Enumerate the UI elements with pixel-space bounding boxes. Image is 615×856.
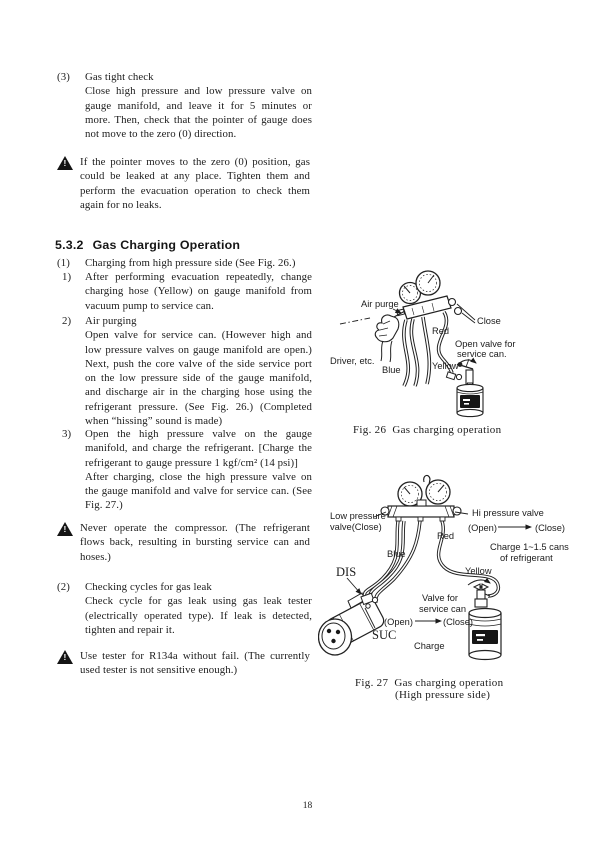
step-text: After performing evacuation repeatedly, … [85, 271, 312, 312]
fig27-label-hi-pressure: Hi pressure valve [472, 508, 544, 518]
fig27-label-suc: SUC [372, 628, 396, 642]
fig26-caption: Fig. 26 Gas charging operation [353, 424, 502, 436]
step-1: 1) After performing evacuation repeatedl… [57, 270, 312, 313]
fig26-label-open-valve-2: service can. [457, 349, 507, 359]
fig27-label-charge-cans-2: of refrigerant [500, 553, 553, 563]
fig27-compressor [318, 592, 385, 656]
item-number: (2) [57, 581, 70, 593]
fig26-hoses [402, 311, 454, 387]
step-text-1: Open the high pressure valve on the gaug… [85, 428, 312, 469]
step-number: 1) [62, 271, 72, 283]
fig27-label-dis: DIS [336, 565, 356, 579]
warning-text: If the pointer moves to the zero (0) pos… [80, 156, 310, 211]
step-title: Air purging [85, 315, 137, 327]
item-text: Charging from high pressure side (See Fi… [85, 257, 296, 269]
fig27-caption-line2: (High pressure side) [395, 689, 491, 701]
section-gas-tight-check: (3) Gas tight check Close high pressure … [57, 70, 312, 141]
section-body: Close high pressure and low pressure val… [85, 85, 312, 141]
fig27-label-low-pressure-2: valve(Close) [330, 522, 382, 532]
warning-icon: ! [57, 650, 73, 664]
warning-exclamation: ! [63, 158, 67, 168]
fig27-label-valve-for-1: Valve for [422, 593, 458, 603]
warning-text: Never operate the compressor. (The refri… [80, 522, 310, 563]
fig27-diagram: Low pressure valve(Close) Hi pressure va… [318, 474, 569, 661]
fig26-label-open-valve-1: Open valve for [455, 339, 515, 349]
fig27-label-red: Red [437, 531, 454, 541]
heading-number: 5.3.2 [55, 238, 84, 252]
warning-icon: ! [57, 156, 73, 170]
fig27-label-charge: Charge [414, 641, 445, 651]
heading-title: Gas Charging Operation [92, 238, 241, 252]
fig27-label-valve-for-2: service can [419, 604, 466, 614]
fig27-service-can [467, 577, 502, 661]
fig27-label-yellow: Yellow [465, 566, 492, 576]
warning-tester: ! Use tester for R134a without fail. (Th… [57, 649, 310, 678]
fig26-service-can [445, 357, 484, 418]
fig27-label-can-close: (Close) [443, 617, 473, 627]
fig26-label-close: Close [477, 316, 501, 326]
item-1: (1) Charging from high pressure side (Se… [57, 256, 312, 270]
fig27-gauge-manifold [380, 474, 462, 522]
warning-exclamation: ! [63, 652, 67, 662]
fig26-label-red: Red [432, 326, 449, 336]
item-2: (2) Checking cycles for gas leak Check c… [57, 580, 312, 637]
step-text-2: After charging, close the high pressure … [85, 470, 312, 512]
fig26-label-driver: Driver, etc. [330, 356, 374, 366]
page-number: 18 [302, 801, 313, 811]
warning-compressor: ! Never operate the compressor. (The ref… [57, 521, 310, 564]
fig27-caption-line1: Fig. 27 Gas charging operation [355, 677, 504, 689]
step-text: Open valve for service can. (However hig… [85, 329, 312, 428]
fig26-hand-sketch [339, 310, 406, 363]
fig27-leaders [346, 511, 532, 629]
fig27-hoses [362, 520, 501, 604]
step-3: 3) Open the high pressure valve on the g… [57, 427, 312, 513]
section-number: (3) [57, 71, 70, 83]
item-title: Checking cycles for gas leak [85, 581, 212, 593]
fig26-label-blue: Blue [382, 365, 401, 375]
fig26-diagram: Air purge Close Red Open valve for servi… [330, 270, 515, 418]
fig27-label-blue: Blue [387, 549, 406, 559]
fig27-label-hi-close: (Close) [535, 523, 565, 533]
warning-exclamation: ! [63, 524, 67, 534]
warning-text: Use tester for R134a without fail. (The … [80, 650, 310, 677]
step-number: 2) [62, 315, 72, 327]
fig26-label-yellow: Yellow [432, 361, 459, 371]
fig27-label-can-open: (Open) [384, 617, 413, 627]
section-heading-532: 5.3.2 Gas Charging Operation [55, 238, 240, 252]
fig27-label-hi-open: (Open) [468, 523, 497, 533]
item-text: Check cycle for gas leak using gas leak … [85, 595, 312, 636]
fig26-label-air-purge: Air purge [361, 299, 399, 309]
item-number: (1) [57, 257, 70, 269]
fig26-leaders [392, 303, 476, 368]
fig26-gauge-manifold [395, 270, 463, 320]
fig27-label-low-pressure-1: Low pressure [330, 511, 386, 521]
step-2: 2) Air purging Open valve for service ca… [57, 314, 312, 428]
fig27-label-charge-cans-1: Charge 1~1.5 cans [490, 542, 569, 552]
warning-pointer: ! If the pointer moves to the zero (0) p… [57, 155, 310, 212]
step-number: 3) [62, 428, 72, 440]
warning-icon: ! [57, 522, 73, 536]
section-title: Gas tight check [85, 71, 154, 83]
